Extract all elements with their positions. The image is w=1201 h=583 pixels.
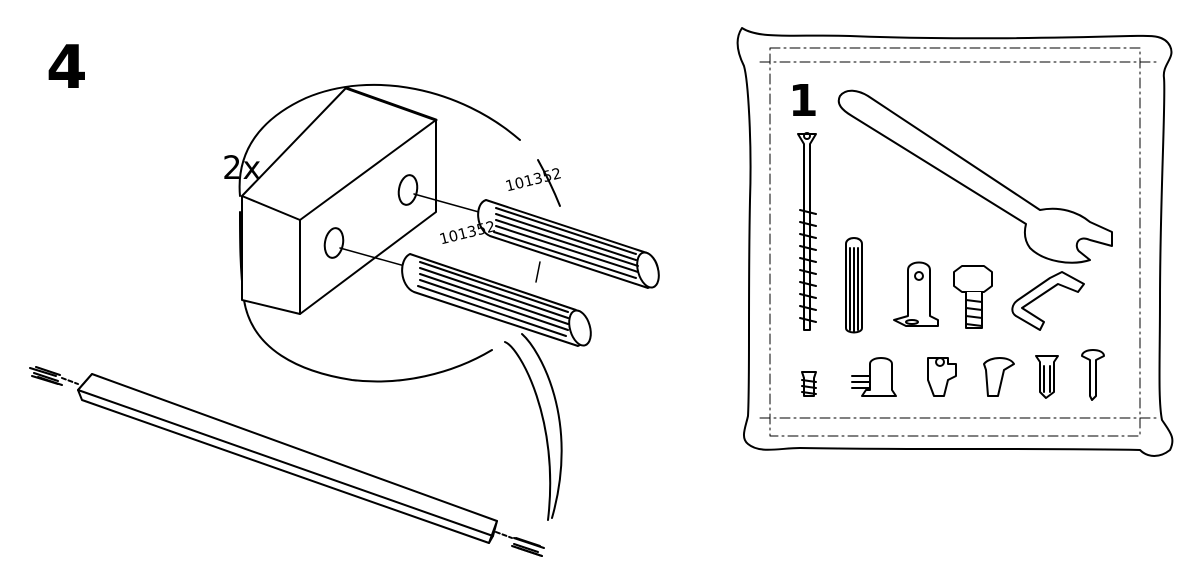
wall-plug-icon bbox=[1035, 355, 1059, 399]
nail-icon bbox=[1081, 349, 1105, 401]
hardware-bag-number: 1 bbox=[788, 76, 819, 127]
short-screw-icon bbox=[801, 371, 817, 397]
long-screw-icon bbox=[797, 132, 817, 331]
quantity-label: 2x bbox=[222, 149, 262, 187]
cam-housing-icon bbox=[927, 357, 957, 397]
rail-dowel-right-icon bbox=[495, 531, 545, 557]
allen-key-icon bbox=[1011, 271, 1085, 331]
cam-lock-icon bbox=[851, 357, 897, 397]
clip-icon bbox=[983, 357, 1015, 397]
dowel-icon bbox=[401, 253, 592, 347]
zoom-callout bbox=[238, 83, 563, 521]
angle-bracket-icon bbox=[893, 261, 939, 327]
wrench-icon bbox=[837, 89, 1113, 264]
step-number: 4 bbox=[46, 33, 88, 103]
dowel-icon bbox=[477, 199, 660, 289]
dowel-icon bbox=[845, 237, 863, 334]
rail-dowel-left-icon bbox=[29, 366, 79, 386]
hex-bolt-icon bbox=[953, 265, 993, 329]
wood-block-icon bbox=[241, 86, 438, 315]
hardware-bag-icon bbox=[736, 27, 1174, 457]
rail-icon bbox=[77, 373, 498, 544]
